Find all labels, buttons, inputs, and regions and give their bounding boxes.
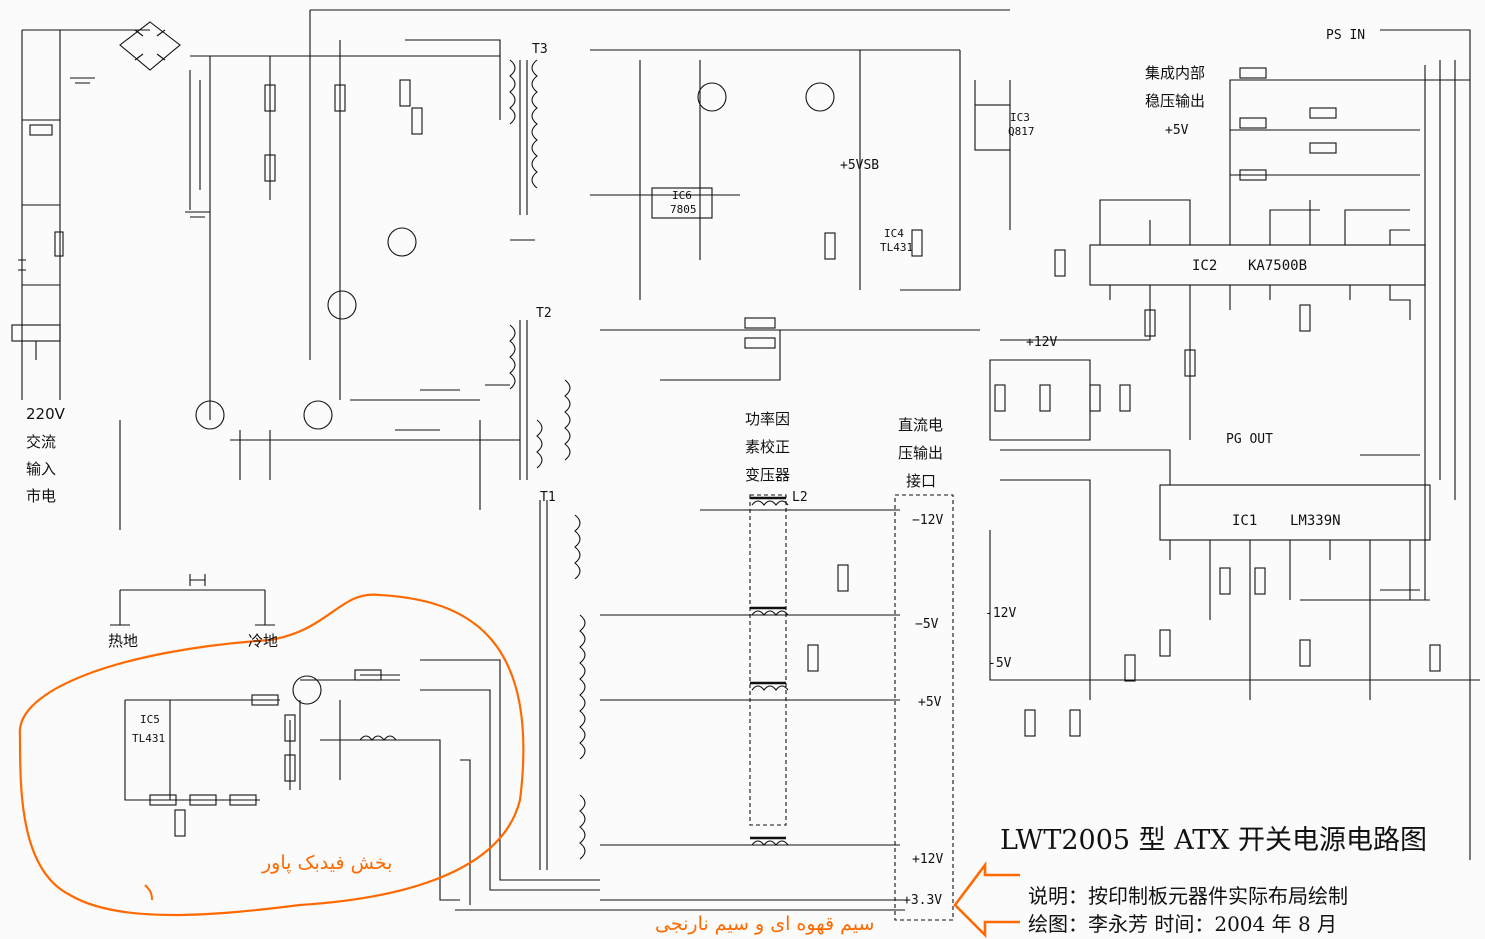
transformer-t1: T1 [540, 490, 556, 505]
schematic-title: LWT2005 型 ATX 开关电源电路图 [1000, 825, 1428, 856]
note-line-1: 说明：按印制板元器件实际布局绘制 [1028, 884, 1348, 908]
ic4-ref: IC4 [884, 227, 904, 240]
pg-out-label: PG OUT [1226, 432, 1273, 447]
minus12v-ref-label: -12V [985, 606, 1017, 621]
dc-out-caption-3: 接口 [906, 472, 937, 490]
ic5-ref: IC5 [140, 713, 160, 726]
feedback-section-annotation: بخش فیدبک پاور [262, 852, 393, 874]
ac-input-caption-2: 交流 [26, 433, 57, 451]
plus5v-ref-label: +5V [1165, 123, 1189, 138]
output-plus5v: +5V [918, 695, 942, 710]
plus12v-ref-label: +12V [1026, 335, 1058, 350]
ic2-ref: IC2 [1192, 258, 1218, 274]
ic1-ref: IC1 [1232, 513, 1258, 529]
ic3-part: Q817 [1008, 125, 1035, 138]
output-plus12v: +12V [912, 852, 944, 867]
ac-input-caption-1: 220V [26, 405, 65, 423]
reg-caption-2: 稳压输出 [1145, 92, 1206, 110]
ic4-part: TL431 [880, 241, 914, 254]
plus5vsb-label: +5VSB [840, 158, 880, 173]
ac-input-caption-3: 输入 [26, 460, 57, 478]
output-minus12v: −12V [912, 513, 944, 528]
cold-ground-label: 冷地 [248, 632, 279, 650]
ac-input-caption-4: 市电 [26, 487, 57, 505]
reg-caption-1: 集成内部 [1145, 64, 1206, 82]
note-line-2: 绘图：李永芳 时间：2004 年 8 月 [1028, 912, 1338, 936]
pfc-caption-3: 变压器 [745, 466, 791, 484]
hot-ground-label: 热地 [108, 632, 139, 650]
pfc-caption-1: 功率因 [745, 410, 791, 428]
ps-on-label: PS IN [1326, 28, 1366, 43]
ic5-part: TL431 [132, 732, 166, 745]
output-plus3v3: +3.3V [903, 893, 943, 908]
ic3-ref: IC3 [1010, 111, 1030, 124]
pfc-caption-2: 素校正 [745, 438, 791, 456]
dc-out-caption-2: 压输出 [898, 444, 944, 462]
inductor-l2: L2 [792, 490, 808, 505]
output-minus5v: −5V [915, 617, 939, 632]
ic6-part: 7805 [670, 203, 697, 216]
transformer-t2: T2 [536, 306, 552, 321]
ic1-part: LM339N [1290, 513, 1341, 529]
ic2-part: KA7500B [1248, 258, 1308, 274]
transformer-t3: T3 [532, 42, 548, 57]
dc-out-caption-1: 直流电 [898, 416, 944, 434]
wire-color-annotation: سیم قهوه ای و سیم نارنجی [655, 913, 875, 935]
minus5v-ref-label: -5V [988, 656, 1012, 671]
ic6-ref: IC6 [672, 189, 692, 202]
